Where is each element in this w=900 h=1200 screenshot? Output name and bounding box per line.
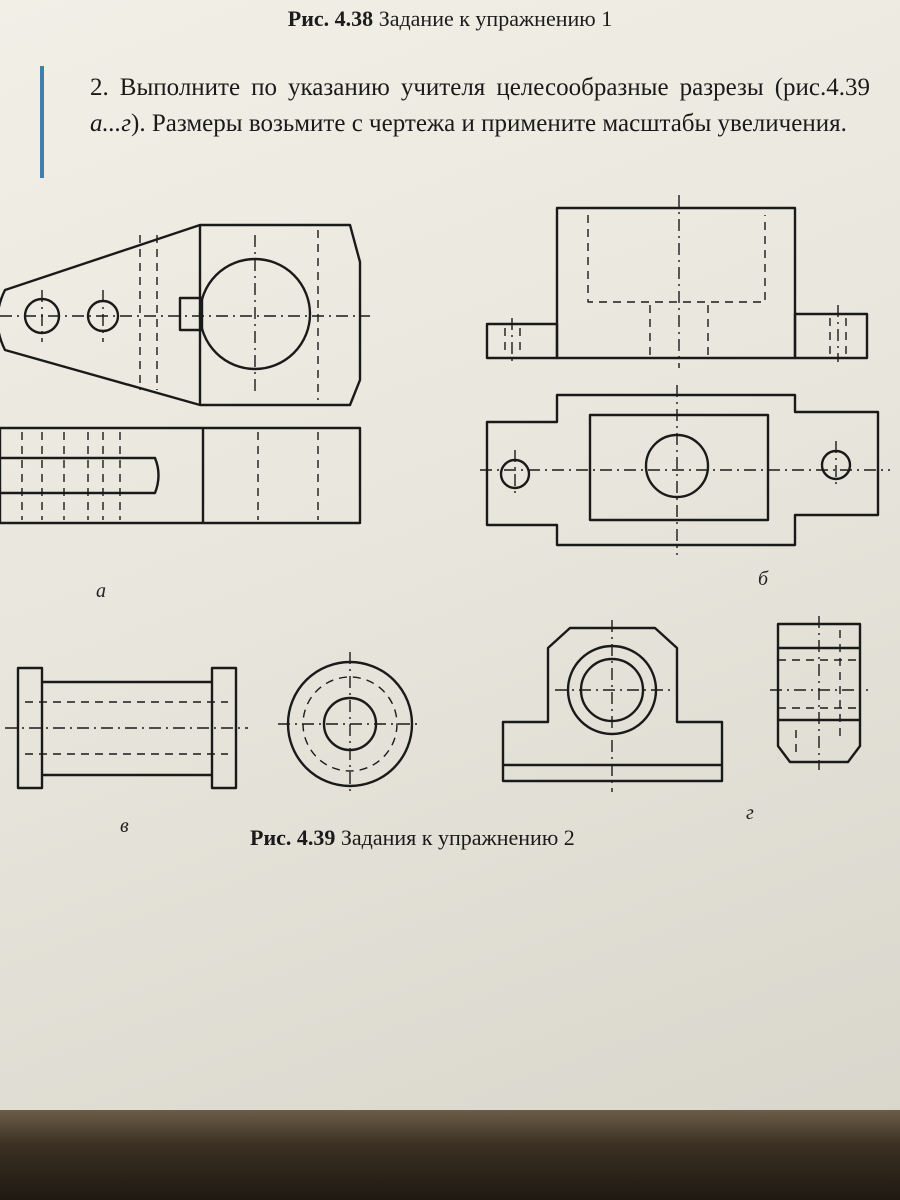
- exercise-text-italic: а...г: [90, 110, 132, 137]
- technical-drawings: [0, 195, 890, 796]
- drawing-b-front-body: [555, 206, 797, 360]
- figure-4-39-number: Рис. 4.39: [250, 825, 336, 850]
- drawing-g: [501, 616, 868, 792]
- drawing-b: [480, 195, 890, 555]
- label-g: г: [746, 802, 754, 824]
- drawing-b-top-pocket: [588, 413, 770, 522]
- margin-accent-bar: [40, 66, 44, 178]
- exercise-text-part2: ). Размеры возьмите с чертежа и применит…: [131, 110, 847, 137]
- label-a: а: [96, 580, 106, 602]
- drawing-b-right-lug: [793, 312, 869, 360]
- drawing-a-keyway: [178, 296, 204, 332]
- drawing-a-top-outline: [0, 223, 362, 407]
- drawing-a-slot: [0, 456, 160, 495]
- exercise-2-text: 2. Выполните по указанию учителя целесоо…: [90, 70, 870, 142]
- drawing-a-front-hidden: [21, 432, 319, 520]
- drawing-a-hidden-lines: [139, 230, 319, 400]
- drawing-a-centerlines: [0, 235, 370, 395]
- drawing-b-top-outline: [485, 393, 880, 547]
- figure-4-38-caption: Рис. 4.38 Задание к упражнению 1: [0, 6, 900, 32]
- book-page: Рис. 4.38 Задание к упражнению 1 2. Выпо…: [0, 0, 900, 1125]
- drawing-v-right-flange: [210, 666, 238, 790]
- figure-4-39-text: Задания к упражнению 2: [340, 825, 575, 850]
- drawing-v-side-centerlines: [278, 652, 422, 796]
- label-v: в: [120, 815, 129, 837]
- drawing-a: [0, 223, 370, 525]
- drawing-g-centerlines: [555, 620, 670, 792]
- drawing-b-front-hidden: [504, 215, 847, 356]
- drawing-v: [5, 652, 422, 796]
- drawing-b-left-lug: [485, 322, 559, 360]
- drawing-g-side-centerline: [770, 616, 868, 770]
- drawing-a-front-outline: [0, 426, 362, 525]
- drawing-v-left-flange: [16, 666, 44, 790]
- figure-4-39-caption: Рис. 4.39 Задания к упражнению 2: [250, 825, 575, 851]
- figure-4-38-number: Рис. 4.38: [287, 6, 374, 31]
- drawing-b-top-centerlines: [480, 385, 890, 555]
- drawing-b-front-centerlines: [511, 195, 839, 368]
- drawing-g-side-hidden: [778, 630, 860, 755]
- exercise-text-part1: 2. Выполните по указанию учителя целесоо…: [90, 74, 870, 101]
- label-b: б: [758, 568, 769, 590]
- table-surface: [0, 1110, 900, 1200]
- drawing-g-side-outline: [776, 622, 862, 764]
- drawing-v-hidden: [25, 701, 228, 755]
- figure-4-38-text: Задание к упражнению 1: [378, 6, 613, 31]
